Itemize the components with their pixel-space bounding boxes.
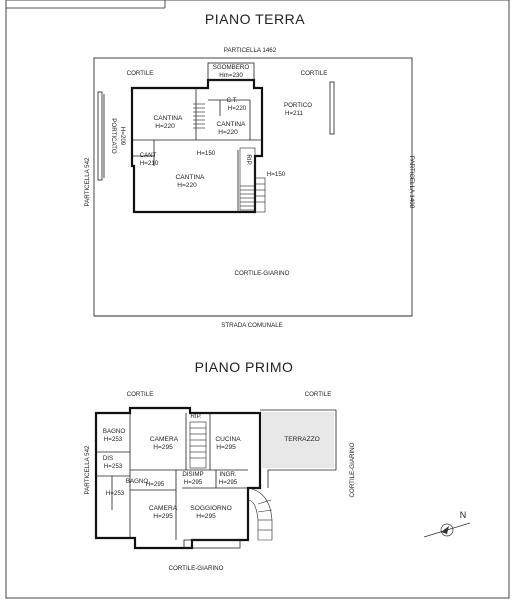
disimp-height: H=295 — [184, 479, 203, 486]
first-boundary-left: PARTICELLA 542 — [84, 445, 91, 495]
first-cortile-right: CORTILE — [305, 391, 332, 398]
first-floor-building — [94, 406, 337, 550]
bagno-1-height: H=253 — [104, 436, 123, 443]
first-boundary-right: CORTILE-GIARINO — [349, 442, 356, 497]
cantina-2-height: H=220 — [218, 129, 238, 136]
cortile-giarino-label: CORTILE-GIARINO — [235, 270, 290, 277]
cortile-left-label: CORTILE — [127, 70, 154, 77]
cantina-3-height: H=220 — [177, 182, 197, 189]
cortile-right-label: CORTILE — [301, 70, 328, 77]
ground-floor-building — [97, 62, 335, 214]
cantina-3-name: CANTINA — [176, 174, 206, 181]
first-cortile-left: CORTILE — [127, 391, 154, 398]
ground-lot-boundary — [93, 57, 413, 317]
bottom-balcony — [183, 539, 241, 549]
camera-2-height: H=295 — [153, 513, 173, 520]
soggiorno-name: SOGGIORNO — [190, 505, 231, 512]
h150-label: H=150 — [197, 150, 216, 157]
cantina-1-name: CANTINA — [154, 115, 184, 122]
cant-height: H=210 — [140, 160, 159, 167]
cantina-2-name: CANTINA — [217, 121, 247, 128]
north-arrow-icon — [423, 522, 471, 538]
camera-2-name: CAMERA — [149, 505, 178, 512]
bagno-1-name: BAGNO — [103, 428, 126, 435]
sgombero-name: SGOMBERO — [213, 64, 250, 71]
soggiorno-height: H=295 — [196, 513, 216, 520]
first-floor-title: PIANO PRIMO — [195, 359, 294, 375]
sgombero-height: Hm=230 — [219, 72, 243, 79]
boundary-right-label: PARTICELLA 1408 — [408, 156, 415, 209]
ground-rip-height: H=150 — [267, 171, 286, 178]
sheet-border — [5, 0, 510, 599]
portico-column — [329, 81, 335, 135]
cucina-height: H=295 — [216, 444, 236, 451]
bagno-2-name: BAGNO — [126, 478, 149, 485]
boundary-left-label: PARTICELLA 542 — [84, 157, 91, 207]
porticato-height: H=209 — [119, 127, 126, 146]
sgombero-room — [207, 62, 255, 81]
cantina-1-height: H=220 — [155, 123, 175, 130]
cucina-name: CUCINA — [215, 436, 241, 443]
camera-1-height: H=295 — [153, 444, 173, 451]
cant-name: CANT — [140, 152, 157, 159]
ground-floor-title: PIANO TERRA — [205, 11, 305, 27]
portico-height: H=211 — [285, 110, 304, 117]
first-outside-stair — [247, 487, 273, 541]
porticato-name: PORTICATO — [110, 118, 117, 154]
first-cortile-giarino-bottom: CORTILE-GIARINO — [169, 565, 224, 572]
porticato-column — [97, 91, 103, 181]
ct-height: H=220 — [228, 105, 247, 112]
boundary-top-label: PARTICELLA 1462 — [224, 47, 277, 54]
north-label: N — [460, 510, 467, 520]
ground-rip-label: RIP. — [245, 154, 252, 166]
bagno-2-height: H=295 — [146, 481, 165, 488]
camera-1-name: CAMERA — [150, 436, 179, 443]
dis-height: H=253 — [104, 463, 123, 470]
ct-name: C.T. — [227, 97, 238, 104]
terrazzo-name: TERRAZZO — [284, 436, 320, 443]
boundary-bottom-label: STRADA COMUNALE — [221, 322, 283, 329]
disimp-name: DISIMP — [182, 471, 203, 478]
first-stair — [189, 421, 207, 469]
ingr-name: INGR. — [219, 471, 236, 478]
ingr-height: H=295 — [219, 479, 238, 486]
ground-outside-stair — [254, 177, 266, 213]
first-rip-label: RIP. — [190, 413, 202, 420]
portico-name: PORTICO — [284, 102, 312, 109]
h253-label: H=253 — [106, 490, 125, 497]
terrazzo-shade — [262, 412, 334, 468]
stair-hatch — [193, 103, 205, 129]
dis-name: DIS — [103, 455, 113, 462]
